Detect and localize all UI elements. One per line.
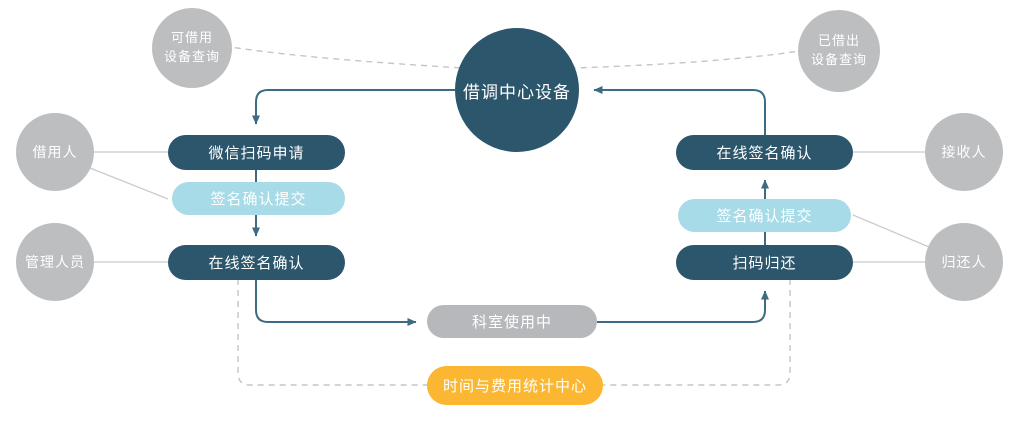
available-query-line2: 设备查询 (163, 49, 220, 64)
actor-borrower-label: 借用人 (32, 144, 78, 160)
hub-label: 借调中心设备 (463, 82, 571, 102)
available-equipment-query-circle[interactable]: 可借用 设备查询 (152, 8, 232, 88)
step-online-signature-confirm-left[interactable]: 在线签名确认 (168, 245, 345, 280)
step-online-signature-confirm-right[interactable]: 在线签名确认 (676, 135, 853, 170)
actor-receiver[interactable]: 接收人 (925, 113, 1003, 191)
edge-department-in-use-to-scan-return (597, 290, 769, 323)
edge-hub-to-wechat-scan-apply (252, 89, 455, 125)
available-query-line1: 可借用 (170, 30, 213, 46)
step-department-in-use[interactable]: 科室使用中 (427, 305, 597, 338)
actor-manager[interactable]: 管理人员 (16, 223, 94, 301)
step-signature-confirm-submit-left-label: 签名确认提交 (210, 191, 307, 208)
step-signature-confirm-submit-right-label: 签名确认提交 (716, 208, 813, 225)
step-wechat-scan-apply-label: 微信扫码申请 (208, 145, 305, 162)
edge-online-confirm-left-to-department-in-use (255, 279, 417, 326)
step-signature-confirm-submit-left[interactable]: 签名确认提交 (172, 182, 345, 215)
step-wechat-scan-apply[interactable]: 微信扫码申请 (168, 135, 345, 170)
lent-query-line2: 设备查询 (810, 52, 867, 67)
edge-lent-query-to-hub (573, 49, 807, 69)
edge-available-query-to-hub (223, 45, 463, 69)
connector-borrower-to-signature-submit-left (89, 167, 169, 200)
step-time-cost-statistics[interactable]: 时间与费用统计中心 (427, 366, 603, 405)
step-scan-return[interactable]: 扫码归还 (676, 245, 853, 280)
step-online-signature-confirm-left-label: 在线签名确认 (208, 255, 305, 272)
actor-receiver-label: 接收人 (941, 144, 987, 160)
step-scan-return-label: 扫码归还 (732, 255, 797, 272)
lent-query-line1: 已借出 (817, 33, 860, 49)
connector-returner-to-signature-submit-right (852, 214, 930, 248)
step-signature-confirm-submit-right[interactable]: 签名确认提交 (678, 199, 851, 232)
actor-manager-label: 管理人员 (25, 254, 85, 270)
actor-returner[interactable]: 归还人 (925, 223, 1003, 301)
step-time-cost-statistics-label: 时间与费用统计中心 (442, 378, 587, 395)
actor-returner-label: 归还人 (941, 254, 987, 270)
edge-scan-return-to-statistics (603, 279, 791, 386)
edge-online-confirm-right-to-hub (593, 86, 766, 135)
edge-online-confirm-left-to-statistics (237, 279, 427, 386)
lent-equipment-query-circle[interactable]: 已借出 设备查询 (798, 10, 880, 92)
actor-borrower[interactable]: 借用人 (16, 113, 94, 191)
step-online-signature-confirm-right-label: 在线签名确认 (716, 145, 813, 162)
hub-circle-dispatch-center-equipment[interactable]: 借调中心设备 (455, 28, 579, 152)
step-department-in-use-label: 科室使用中 (471, 314, 552, 331)
